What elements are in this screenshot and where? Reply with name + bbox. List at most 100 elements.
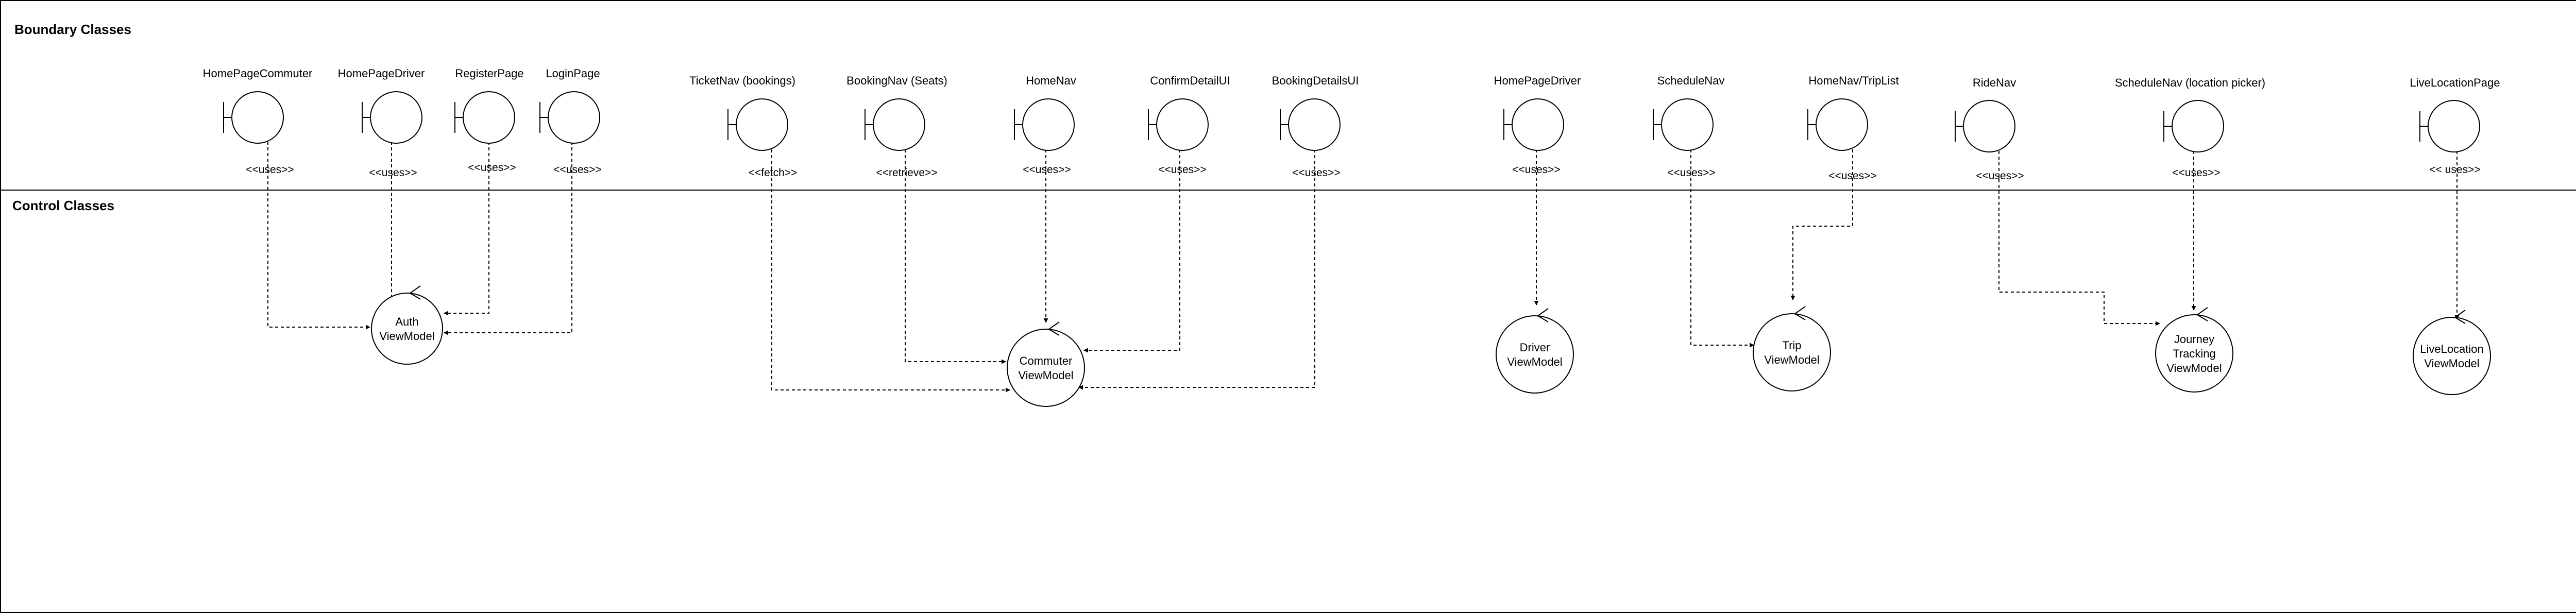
boundary-label: RideNav — [1973, 76, 2016, 89]
relation-b12-c4: <<uses>> — [1790, 149, 1877, 300]
control-circle — [1496, 315, 1574, 394]
stereotype-label: <<uses>> — [1667, 167, 1715, 179]
boundary-label: HomeNav/TripList — [1808, 74, 1899, 87]
stereotype-label: <<uses>> — [553, 164, 601, 176]
boundary-circle — [463, 91, 515, 144]
boundary-b3[interactable]: RegisterPage — [454, 67, 524, 144]
relation-b3-c1: <<uses>> — [444, 142, 516, 316]
boundary-label: HomePageDriver — [338, 67, 425, 80]
stereotype-label: <<uses>> — [1976, 170, 2024, 182]
boundary-circle — [231, 91, 284, 144]
dependency-arrow — [444, 142, 572, 335]
stereotype-label: <<fetch>> — [749, 167, 798, 179]
control-arrow-icon — [1794, 306, 1806, 320]
stereotype-label: <<uses>> — [1158, 164, 1206, 176]
relation-b15-c6: << uses>> — [2429, 151, 2481, 320]
control-label-line: ViewModel — [2424, 357, 2479, 370]
relation-b5-c2: <<fetch>> — [749, 149, 1010, 393]
boundary-b12[interactable]: HomeNav/TripList — [1807, 74, 1899, 151]
control-arrow-icon — [2196, 307, 2208, 321]
boundary-b1[interactable]: HomePageCommuter — [203, 67, 313, 144]
boundary-b5[interactable]: TicketNav (bookings) — [689, 74, 795, 151]
boundary-b11[interactable]: ScheduleNav — [1653, 74, 1724, 151]
boundary-b2[interactable]: HomePageDriver — [338, 67, 425, 144]
boundary-b15[interactable]: LiveLocationPage — [2410, 76, 2500, 152]
boundary-b10[interactable]: HomePageDriver — [1494, 74, 1581, 151]
relation-b6-c2: <<retrieve>> — [876, 149, 1006, 364]
boundary-circle — [1963, 100, 2015, 152]
relation-b14-c5: <<uses>> — [2172, 151, 2221, 311]
control-circle — [1007, 329, 1085, 407]
stereotype-label: << uses>> — [2429, 164, 2480, 176]
control-arrow-icon — [1048, 321, 1060, 336]
relation-b8-c2: <<uses>> — [1083, 149, 1207, 353]
relation-b2-c1: <<uses>> — [369, 142, 417, 301]
control-circle — [371, 293, 443, 365]
boundary-label: LiveLocationPage — [2410, 76, 2500, 89]
relation-b9-c2: <<uses>> — [1078, 149, 1341, 390]
relation-b1-c1: <<uses>> — [246, 142, 370, 330]
boundary-label: HomeNav — [1026, 74, 1076, 87]
relation-b11-c4: <<uses>> — [1667, 149, 1754, 348]
boundary-label: BookingDetailsUI — [1272, 74, 1359, 87]
stereotype-label: <<uses>> — [2172, 167, 2220, 179]
boundary-b6[interactable]: BookingNav (Seats) — [846, 74, 947, 151]
relation-b4-c1: <<uses>> — [444, 142, 602, 335]
control-label-line: ViewModel — [1764, 353, 1819, 366]
boundary-b9[interactable]: BookingDetailsUI — [1272, 74, 1359, 151]
stereotype-label: <<uses>> — [369, 167, 417, 179]
boundary-circle — [370, 91, 422, 144]
control-circle — [2155, 314, 2233, 393]
control-label-line: ViewModel — [1018, 369, 1073, 382]
dependency-arrow — [1078, 149, 1315, 390]
boundary-b8[interactable]: ConfirmDetailUI — [1148, 74, 1230, 151]
boundary-circle — [1022, 98, 1075, 151]
boundary-b14[interactable]: ScheduleNav (location picker) — [2115, 76, 2265, 152]
boundary-circle — [1512, 98, 1564, 151]
control-label-line: Tracking — [2173, 347, 2216, 360]
control-label-line: ViewModel — [2166, 362, 2222, 374]
boundary-b13[interactable]: RideNav — [1955, 76, 2016, 152]
dependency-arrow — [771, 149, 1010, 393]
control-label-line: Driver — [1520, 341, 1550, 354]
control-label-line: ViewModel — [379, 330, 434, 343]
control-label-line: ViewModel — [1507, 355, 1562, 368]
control-section-title: Control Classes — [12, 198, 114, 213]
boundary-circle — [2172, 100, 2224, 152]
relations-layer: <<uses>><<uses>><<uses>><<uses>><<fetch>… — [246, 142, 2481, 393]
dependency-arrow — [1998, 151, 2160, 326]
control-label-line: LiveLocation — [2420, 343, 2484, 355]
control-circle — [2413, 317, 2491, 395]
boundary-section-title: Boundary Classes — [14, 22, 131, 37]
boundary-label: ScheduleNav (location picker) — [2115, 76, 2265, 89]
boundary-circle — [1816, 98, 1868, 151]
control-label-line: Trip — [1782, 339, 1801, 352]
stereotype-label: <<retrieve>> — [876, 167, 937, 179]
stereotype-label: <<uses>> — [1828, 170, 1876, 182]
boundary-circle — [736, 98, 788, 151]
boundary-b7[interactable]: HomeNav — [1014, 74, 1076, 151]
stereotype-label: <<uses>> — [1292, 167, 1340, 179]
boundary-label: BookingNav (Seats) — [846, 74, 947, 87]
control-label-line: Journey — [2174, 333, 2214, 346]
stereotype-label: <<uses>> — [468, 162, 516, 174]
control-arrow-icon — [1537, 308, 1549, 322]
boundary-circle — [548, 91, 600, 144]
boundary-b4[interactable]: LoginPage — [539, 67, 600, 144]
dependency-arrow — [1690, 149, 1754, 348]
relation-b10-c3: <<uses>> — [1512, 149, 1561, 305]
control-arrow-icon — [409, 285, 421, 300]
control-classes: AuthViewModelCommuterViewModelDriverView… — [371, 285, 2491, 407]
boundary-circle — [2428, 100, 2480, 152]
boundary-label: HomePageCommuter — [203, 67, 313, 80]
control-arrow-icon — [2454, 310, 2466, 324]
boundary-label: HomePageDriver — [1494, 74, 1581, 87]
